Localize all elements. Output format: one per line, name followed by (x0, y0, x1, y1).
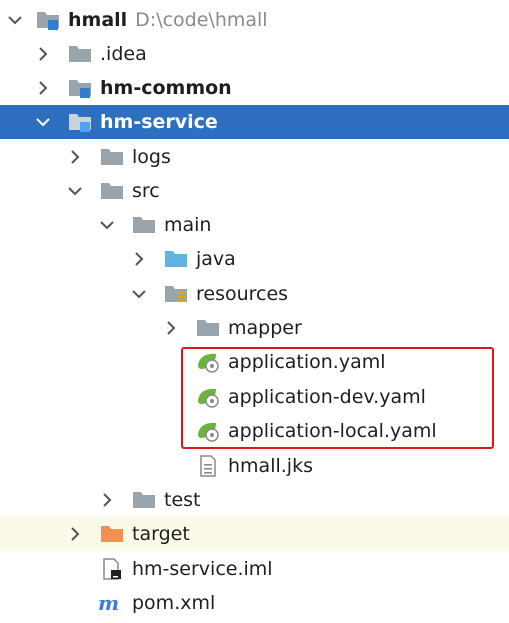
maven-pom-icon: m (98, 592, 122, 614)
chevron-right-icon[interactable] (34, 79, 52, 97)
tree-row-logs[interactable]: logs (0, 140, 509, 174)
folder-icon (100, 180, 124, 202)
folder-icon (68, 43, 92, 65)
chevron-right-icon[interactable] (34, 45, 52, 63)
chevron-down-icon[interactable] (98, 216, 116, 234)
chevron-down-icon[interactable] (66, 182, 84, 200)
tree-row-hm-service-iml[interactable]: hm-service.iml (0, 552, 509, 586)
tree-label: mapper (228, 317, 302, 339)
iml-file-icon (100, 558, 124, 580)
svg-text:m: m (98, 592, 119, 614)
tree-row-test[interactable]: test (0, 483, 509, 517)
chevron-down-icon[interactable] (6, 11, 24, 29)
tree-row-pom-xml[interactable]: m pom.xml (0, 586, 509, 620)
chevron-right-icon[interactable] (162, 319, 180, 337)
chevron-right-icon[interactable] (66, 148, 84, 166)
chevron-right-icon[interactable] (98, 491, 116, 509)
tree-label: pom.xml (132, 592, 216, 614)
tree-row-java[interactable]: java (0, 242, 509, 276)
tree-label: target (132, 523, 190, 545)
folder-icon (100, 146, 124, 168)
source-root-folder-icon (164, 248, 188, 270)
tree-label: application.yaml (228, 351, 386, 373)
tree-row-main[interactable]: main (0, 208, 509, 242)
spring-yaml-icon (196, 386, 220, 408)
tree-label: hm-common (100, 77, 232, 99)
tree-row-target[interactable]: target (0, 517, 509, 551)
tree-row-hmall-jks[interactable]: hmall.jks (0, 449, 509, 483)
tree-label: test (164, 489, 201, 511)
tree-row-src[interactable]: src (0, 174, 509, 208)
tree-label: hm-service (100, 111, 218, 133)
project-path: D:\code\hmall (135, 9, 268, 31)
folder-icon (132, 214, 156, 236)
tree-label: main (164, 214, 212, 236)
module-folder-icon (36, 9, 60, 31)
spring-yaml-icon (196, 420, 220, 442)
tree-row-application-dev-yaml[interactable]: application-dev.yaml (0, 380, 509, 414)
tree-label: application-dev.yaml (228, 386, 426, 408)
tree-row-mapper[interactable]: mapper (0, 311, 509, 345)
tree-row-resources[interactable]: resources (0, 277, 509, 311)
module-folder-icon (68, 111, 92, 133)
resources-root-folder-icon (164, 283, 188, 305)
folder-icon (132, 489, 156, 511)
tree-row-hm-common[interactable]: hm-common (0, 71, 509, 105)
tree-row-idea[interactable]: .idea (0, 37, 509, 71)
excluded-folder-icon (100, 523, 124, 545)
tree-row-application-yaml[interactable]: application.yaml (0, 345, 509, 379)
chevron-right-icon[interactable] (66, 525, 84, 543)
spring-yaml-icon (196, 351, 220, 373)
module-folder-icon (68, 77, 92, 99)
tree-label: logs (132, 146, 171, 168)
folder-icon (196, 317, 220, 339)
tree-row-application-local-yaml[interactable]: application-local.yaml (0, 414, 509, 448)
tree-label: hm-service.iml (132, 558, 273, 580)
tree-label: hmall.jks (228, 455, 313, 477)
chevron-down-icon[interactable] (34, 113, 52, 131)
chevron-down-icon[interactable] (130, 285, 148, 303)
tree-label: application-local.yaml (228, 420, 437, 442)
text-file-icon (196, 455, 220, 477)
tree-label: .idea (100, 43, 147, 65)
tree-label: java (196, 248, 236, 270)
tree-label: src (132, 180, 160, 202)
tree-label: resources (196, 283, 289, 305)
chevron-right-icon[interactable] (130, 250, 148, 268)
tree-row-hm-service[interactable]: hm-service (0, 105, 509, 139)
